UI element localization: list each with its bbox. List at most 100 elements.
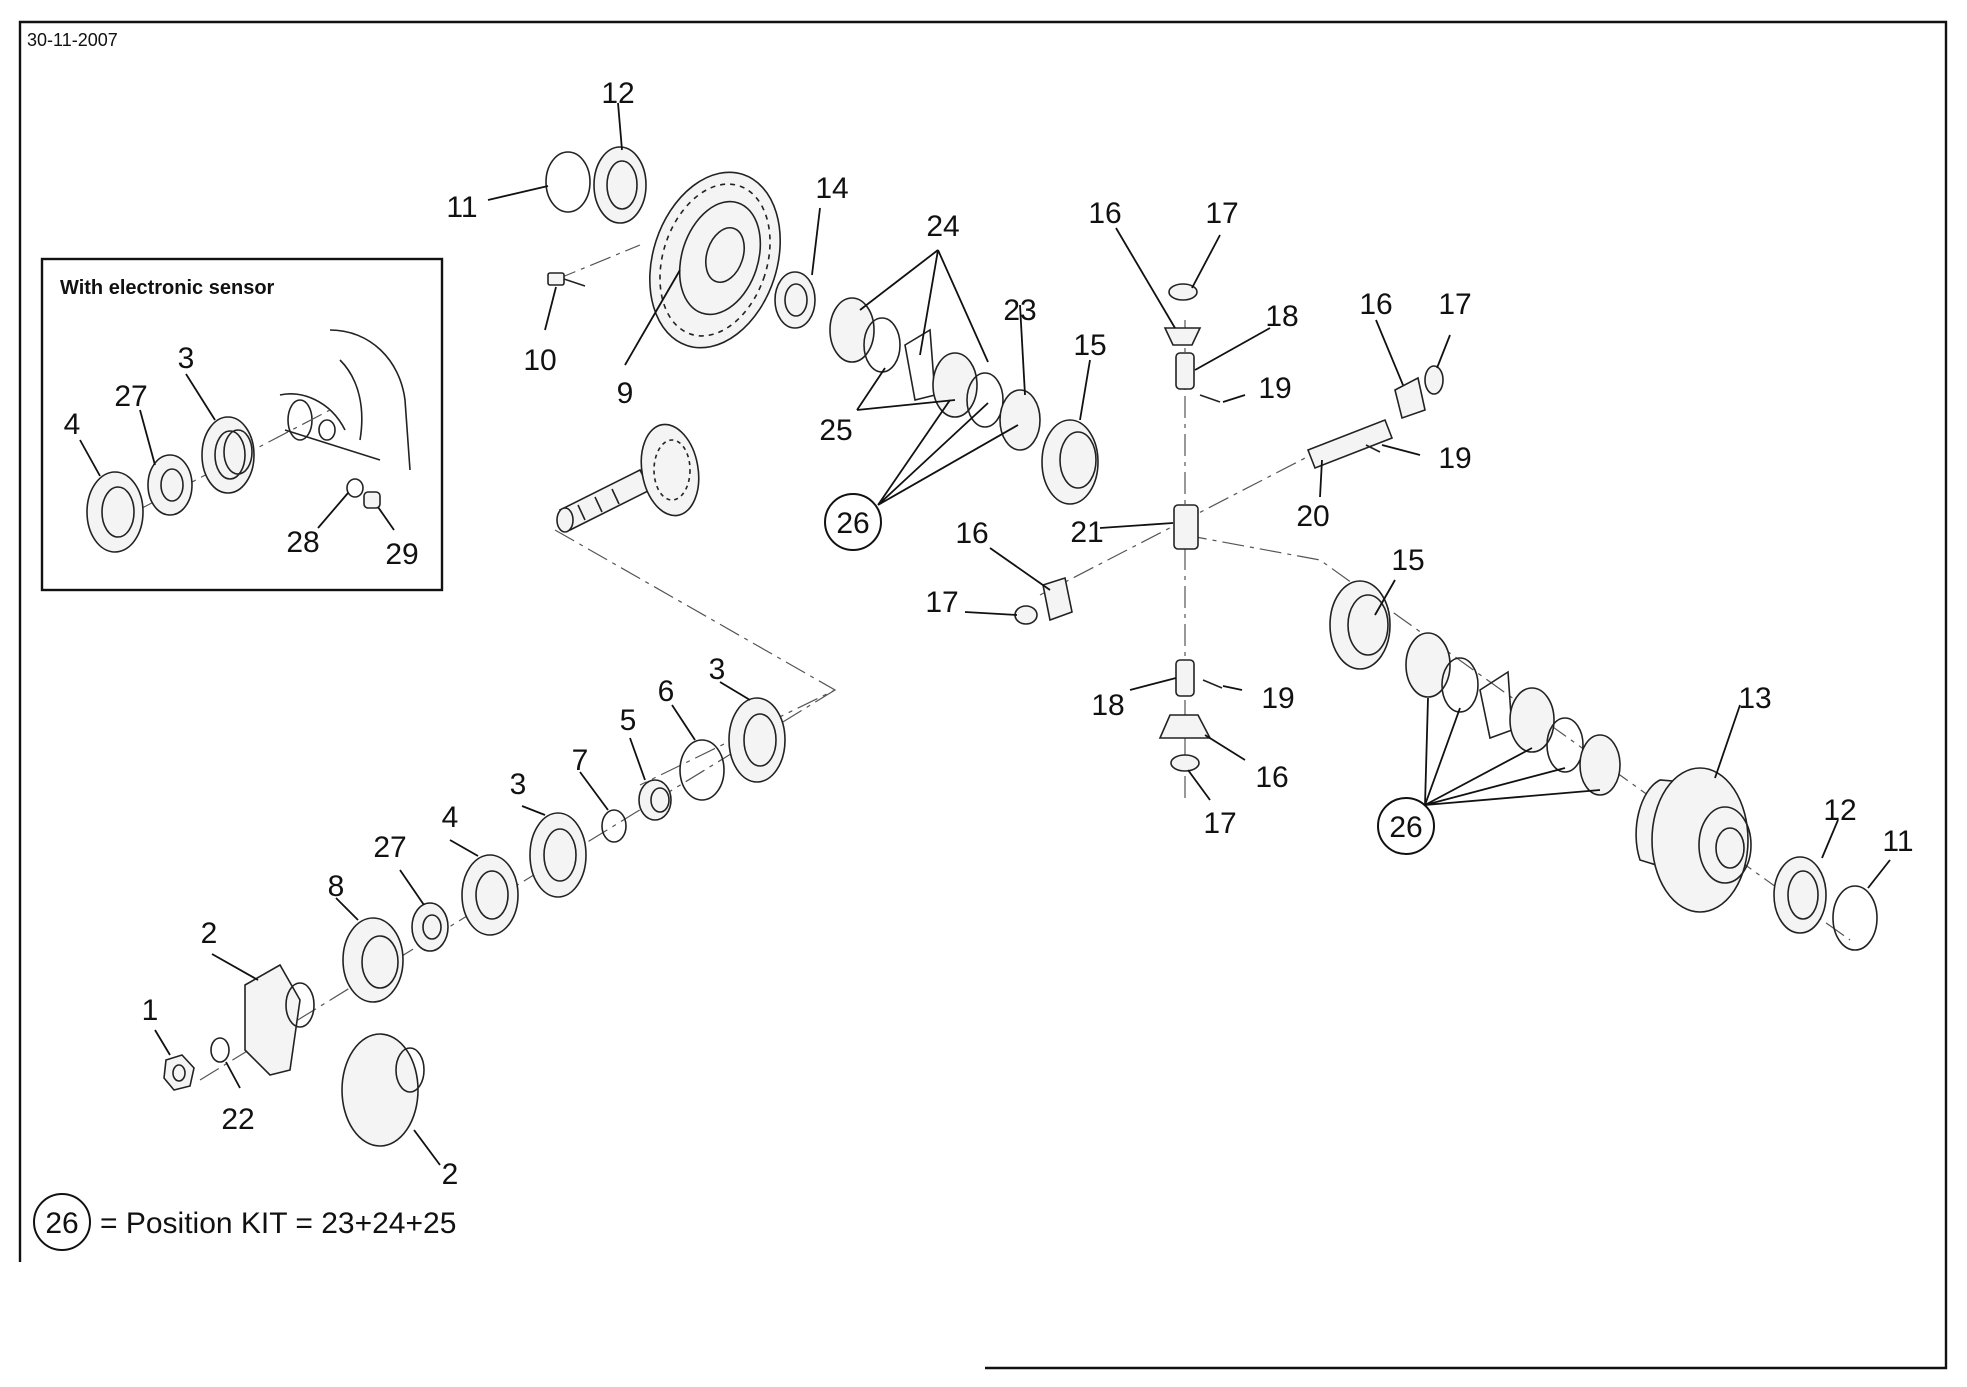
callout-8: 8 — [328, 870, 345, 903]
disc-pack-bottom — [1405, 632, 1621, 796]
page-frame — [18, 20, 1948, 1370]
part-11-snap-ring-top — [545, 151, 591, 213]
legend-kit-circle — [33, 1193, 91, 1251]
callouts: 12 11 10 9 14 24 25 26 23 15 16 17 18 19… — [142, 77, 1914, 1191]
callout-14: 14 — [815, 172, 848, 205]
callout-3-b: 3 — [510, 768, 527, 801]
part-28-ring-inset — [346, 478, 364, 498]
part-11-snap-ring-bottom — [1832, 885, 1878, 951]
part-1-nut — [163, 1054, 195, 1091]
callout-12-top: 12 — [601, 77, 634, 110]
part-9-ring-gear — [649, 171, 781, 349]
callout-3-a: 3 — [709, 653, 726, 686]
part-27-nut — [411, 902, 449, 952]
kit-circle-top — [824, 493, 882, 551]
part-5-spacer — [638, 779, 672, 821]
part-7-ring — [601, 809, 627, 843]
callout-26-bottom: 26 — [1389, 811, 1422, 844]
callout-11-top: 11 — [446, 191, 477, 224]
part-10-bolt — [547, 272, 586, 287]
inset-frame — [40, 257, 444, 592]
callout-18-top: 18 — [1265, 300, 1298, 333]
callout-15-top: 15 — [1073, 329, 1106, 362]
callout-21: 21 — [1070, 516, 1103, 549]
callout-4: 4 — [442, 801, 459, 834]
callout-18-bottom: 18 — [1091, 689, 1124, 722]
callout-10: 10 — [523, 344, 556, 377]
callout-16-left: 16 — [955, 517, 988, 550]
callout-19-right: 19 — [1438, 442, 1471, 475]
callout-24: 24 — [926, 210, 959, 243]
part-15-side-gear-bottom — [1329, 580, 1391, 670]
part-21-center-block — [1173, 504, 1199, 550]
legend-kit-number: 26 — [45, 1207, 78, 1240]
date-stamp: 30-11-2007 — [27, 30, 118, 50]
part-16-pinion-bottom — [1158, 714, 1212, 739]
callout-27-inset: 27 — [114, 380, 147, 413]
legend-text: = Position KIT = 23+24+25 — [100, 1207, 456, 1240]
callout-2-yoke: 2 — [201, 917, 218, 950]
callout-27: 27 — [373, 831, 406, 864]
part-14-shim — [774, 271, 816, 329]
callout-29-inset: 29 — [385, 538, 418, 571]
part-18-pin-top — [1175, 352, 1195, 390]
callout-19-top: 19 — [1258, 372, 1291, 405]
part-3-bearing-a — [728, 697, 786, 783]
callout-25: 25 — [819, 414, 852, 447]
callout-16-right: 16 — [1359, 288, 1392, 321]
part-2-yoke — [244, 963, 315, 1076]
callout-13: 13 — [1738, 682, 1771, 715]
callout-26-top: 26 — [836, 507, 869, 540]
callout-23: 23 — [1003, 294, 1036, 327]
callout-2-flange: 2 — [442, 1158, 459, 1191]
part-22-o-ring — [210, 1037, 230, 1063]
callout-4-inset: 4 — [64, 408, 81, 441]
part-15-side-gear-top — [1041, 419, 1099, 505]
callout-11-bottom: 11 — [1882, 825, 1913, 858]
part-27-nut-inset — [147, 454, 193, 516]
leader-lines — [154, 102, 1891, 1166]
callout-17-left: 17 — [925, 586, 958, 619]
callout-6: 6 — [658, 675, 675, 708]
part-2-flange — [341, 1033, 425, 1147]
part-16-pinion-right — [1394, 376, 1426, 420]
part-29-sensor-inset — [363, 491, 381, 509]
callout-20: 20 — [1296, 500, 1329, 533]
part-19-pin-top — [1199, 394, 1221, 403]
callout-17-right: 17 — [1438, 288, 1471, 321]
callout-19-bottom: 19 — [1261, 682, 1294, 715]
part-12-bearing-top — [593, 146, 647, 224]
part-20-shaft — [1306, 418, 1394, 470]
part-16-pinion-top — [1163, 327, 1202, 346]
inset-title: With electronic sensor — [60, 277, 275, 299]
callout-22: 22 — [221, 1103, 254, 1136]
inset-electronic-sensor: With electronic sensor 3 27 4 — [40, 257, 444, 592]
callout-7: 7 — [572, 744, 589, 777]
part-16-pinion-left — [1042, 576, 1073, 622]
part-13-diff-housing — [1635, 767, 1752, 913]
kit-circle-bottom — [1377, 797, 1435, 855]
part-18-pin-bottom — [1175, 659, 1195, 697]
callout-1: 1 — [142, 994, 159, 1027]
part-19-pin-bottom — [1202, 679, 1223, 689]
callout-3-inset: 3 — [178, 342, 195, 375]
callout-9: 9 — [617, 377, 634, 410]
part-4-seal-inset — [86, 471, 144, 553]
part-17-washer-right — [1424, 365, 1444, 395]
callout-16-top: 16 — [1088, 197, 1121, 230]
callout-28-inset: 28 — [286, 526, 319, 559]
kit-legend: 26 = Position KIT = 23+24+25 — [45, 1207, 456, 1240]
callout-16-bottom: 16 — [1255, 761, 1288, 794]
callout-17-top: 17 — [1205, 197, 1238, 230]
part-4-seal — [461, 854, 519, 936]
part-3-bearing-inset — [201, 416, 255, 494]
pinion-axis — [554, 529, 837, 786]
part-3-bearing-b — [529, 812, 587, 898]
part-8-dust-shield — [342, 917, 404, 1003]
part-12-bearing-bottom — [1773, 856, 1827, 934]
part-6-ring — [679, 739, 725, 801]
callout-12-bottom: 12 — [1823, 794, 1856, 827]
part-17-washer-bottom — [1170, 754, 1200, 772]
callout-17-bottom: 17 — [1203, 807, 1236, 840]
